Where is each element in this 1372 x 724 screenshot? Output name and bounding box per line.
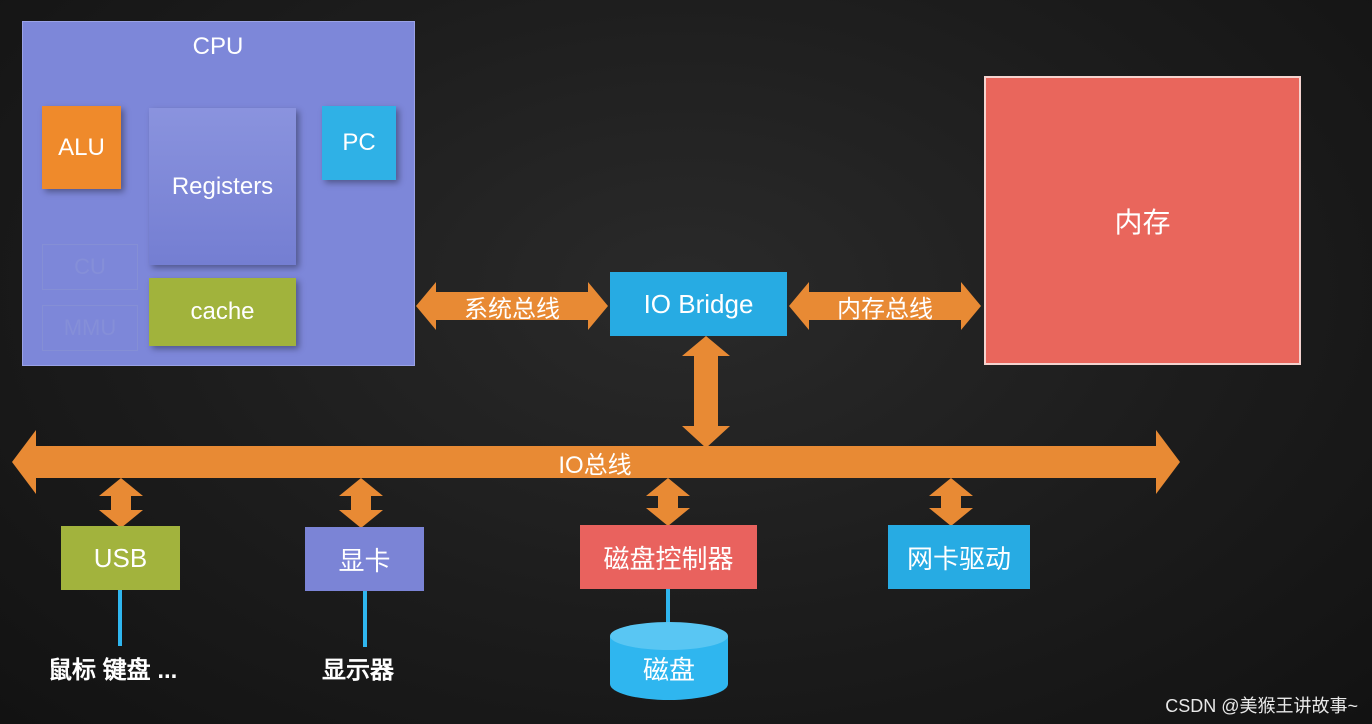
gpu-line bbox=[363, 591, 367, 647]
alu-box: ALU bbox=[42, 106, 121, 189]
gpu-connector-arrow bbox=[339, 478, 383, 528]
watermark: CSDN @美猴王讲故事~ bbox=[1165, 696, 1358, 716]
diskctl-connector-arrow bbox=[646, 478, 690, 526]
usb-connector-arrow bbox=[99, 478, 143, 528]
input-devices-label: 鼠标 键盘 ... bbox=[48, 657, 178, 684]
io-bridge-box: IO Bridge bbox=[610, 272, 787, 336]
disk-controller-box: 磁盘控制器 bbox=[580, 525, 757, 589]
monitor-label: 显示器 bbox=[322, 656, 394, 684]
bridge-io-arrow bbox=[682, 336, 730, 448]
system-bus-label: 系统总线 bbox=[464, 295, 560, 323]
memory-bus-arrow bbox=[789, 282, 981, 330]
memory-box: 内存 bbox=[984, 76, 1301, 365]
usb-box: USB bbox=[61, 526, 180, 590]
system-bus-arrow bbox=[416, 282, 608, 330]
io-bus-label: IO总线 bbox=[558, 451, 632, 479]
nic-connector-arrow bbox=[929, 478, 973, 526]
disk-cylinder-icon bbox=[610, 622, 728, 700]
cache-box: cache bbox=[149, 278, 296, 346]
pc-box: PC bbox=[322, 106, 396, 180]
disk-label: 磁盘 bbox=[642, 654, 695, 685]
cpu-block: CPU ALU Registers PC CU MMU cache bbox=[22, 21, 415, 366]
gpu-box: 显卡 bbox=[305, 527, 424, 591]
nic-box: 网卡驱动 bbox=[888, 525, 1030, 589]
cpu-title: CPU bbox=[192, 33, 244, 60]
cu-box: CU bbox=[42, 244, 138, 290]
io-bus-arrow bbox=[12, 430, 1180, 494]
memory-bus-label: 内存总线 bbox=[837, 295, 933, 323]
mmu-box: MMU bbox=[42, 305, 138, 351]
registers-box: Registers bbox=[149, 108, 296, 265]
usb-line bbox=[118, 590, 122, 646]
disk-line bbox=[666, 589, 670, 629]
